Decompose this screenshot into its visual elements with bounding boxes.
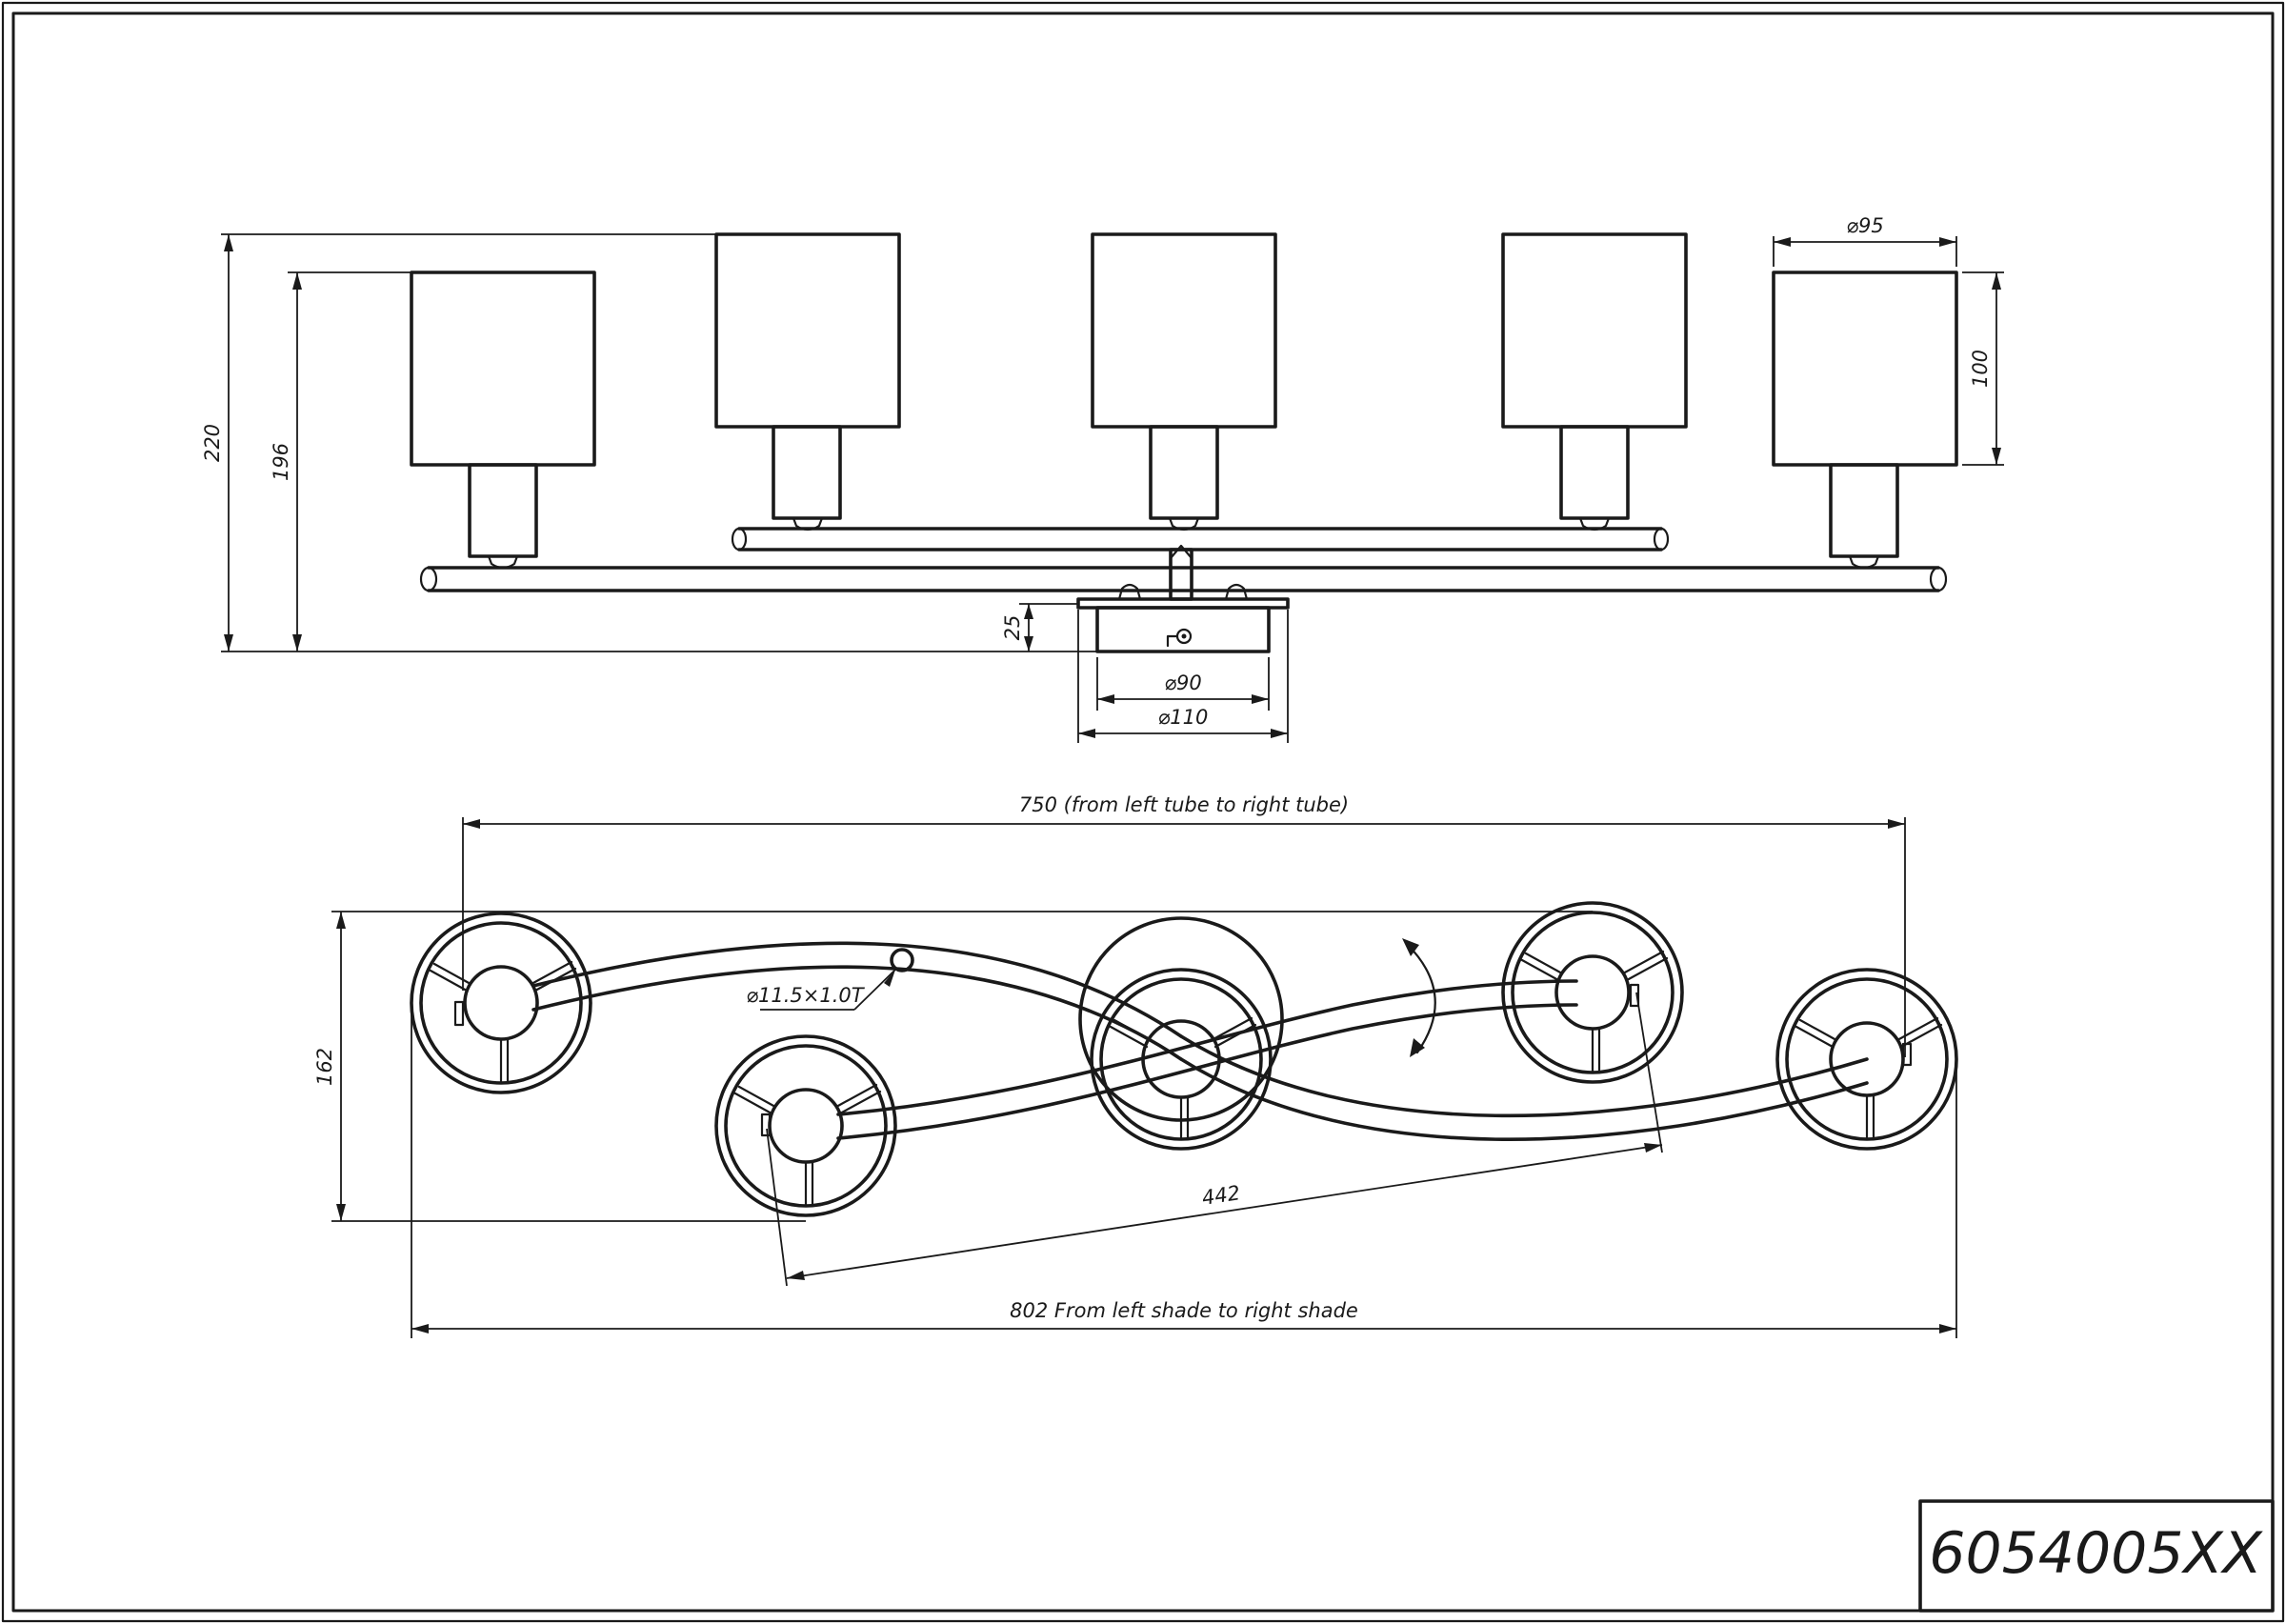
dim-canopy-outer-diameter: ⌀110	[1077, 610, 1289, 743]
top-view: 750 (from left tube to right tube) 802 F…	[313, 793, 1958, 1338]
product-code: 6054005XX	[1929, 1520, 2263, 1587]
dim-shade-height: 100	[1962, 271, 2004, 466]
dim-depth-label: 162	[313, 1048, 336, 1086]
dim-canopy-inner-diameter: ⌀90	[1096, 657, 1270, 711]
dim-tube-span-label: 750 (from left tube to right tube)	[1019, 793, 1349, 816]
dim-diagonal-label: 442	[1200, 1181, 1241, 1210]
dim-shade-diameter: ⌀95	[1773, 214, 1957, 267]
top-head-2	[714, 1034, 897, 1217]
dim-lower-shade-height: 196	[270, 271, 411, 652]
spot-2	[714, 232, 901, 531]
upper-tube	[731, 527, 1670, 551]
top-head-4	[1501, 901, 1684, 1084]
dim-shade-diameter-label: ⌀95	[1846, 214, 1883, 237]
ceiling-canopy	[1076, 597, 1290, 653]
lower-tube	[419, 566, 1948, 592]
dim-diagonal: 442	[766, 992, 1663, 1287]
dim-shade-height-label: 100	[1969, 350, 1992, 388]
dim-lower-shade-height-label: 196	[270, 443, 292, 481]
dim-canopy-outer-diameter-label: ⌀110	[1158, 706, 1209, 729]
top-head-5	[1775, 968, 1958, 1151]
front-view: 220 196 25 ⌀90	[201, 214, 2004, 743]
tube-section-leader: ⌀11.5×1.0T	[746, 969, 896, 1011]
tube-section-label: ⌀11.5×1.0T	[746, 984, 865, 1007]
dim-shade-span-label: 802 From left shade to right shade	[1010, 1299, 1358, 1322]
top-head-3	[1090, 968, 1273, 1151]
top-head-1	[410, 912, 592, 1094]
dim-canopy-height: 25	[1001, 603, 1078, 652]
title-block: 6054005XX	[1918, 1499, 2275, 1613]
dim-overall-height: 220	[201, 233, 1097, 652]
dim-canopy-height-label: 25	[1001, 615, 1024, 641]
spot-4	[1501, 232, 1688, 531]
spot-3	[1091, 232, 1277, 531]
spot-5	[1772, 271, 1958, 570]
dim-shade-span: 802 From left shade to right shade	[411, 1010, 1957, 1338]
dim-depth: 162	[313, 911, 1593, 1222]
dim-canopy-inner-diameter-label: ⌀90	[1164, 672, 1201, 694]
spot-1	[410, 271, 596, 570]
dim-tube-span: 750 (from left tube to right tube)	[462, 793, 1906, 1057]
dim-overall-height-label: 220	[201, 424, 224, 462]
rotation-arrow-icon	[1402, 938, 1436, 1057]
